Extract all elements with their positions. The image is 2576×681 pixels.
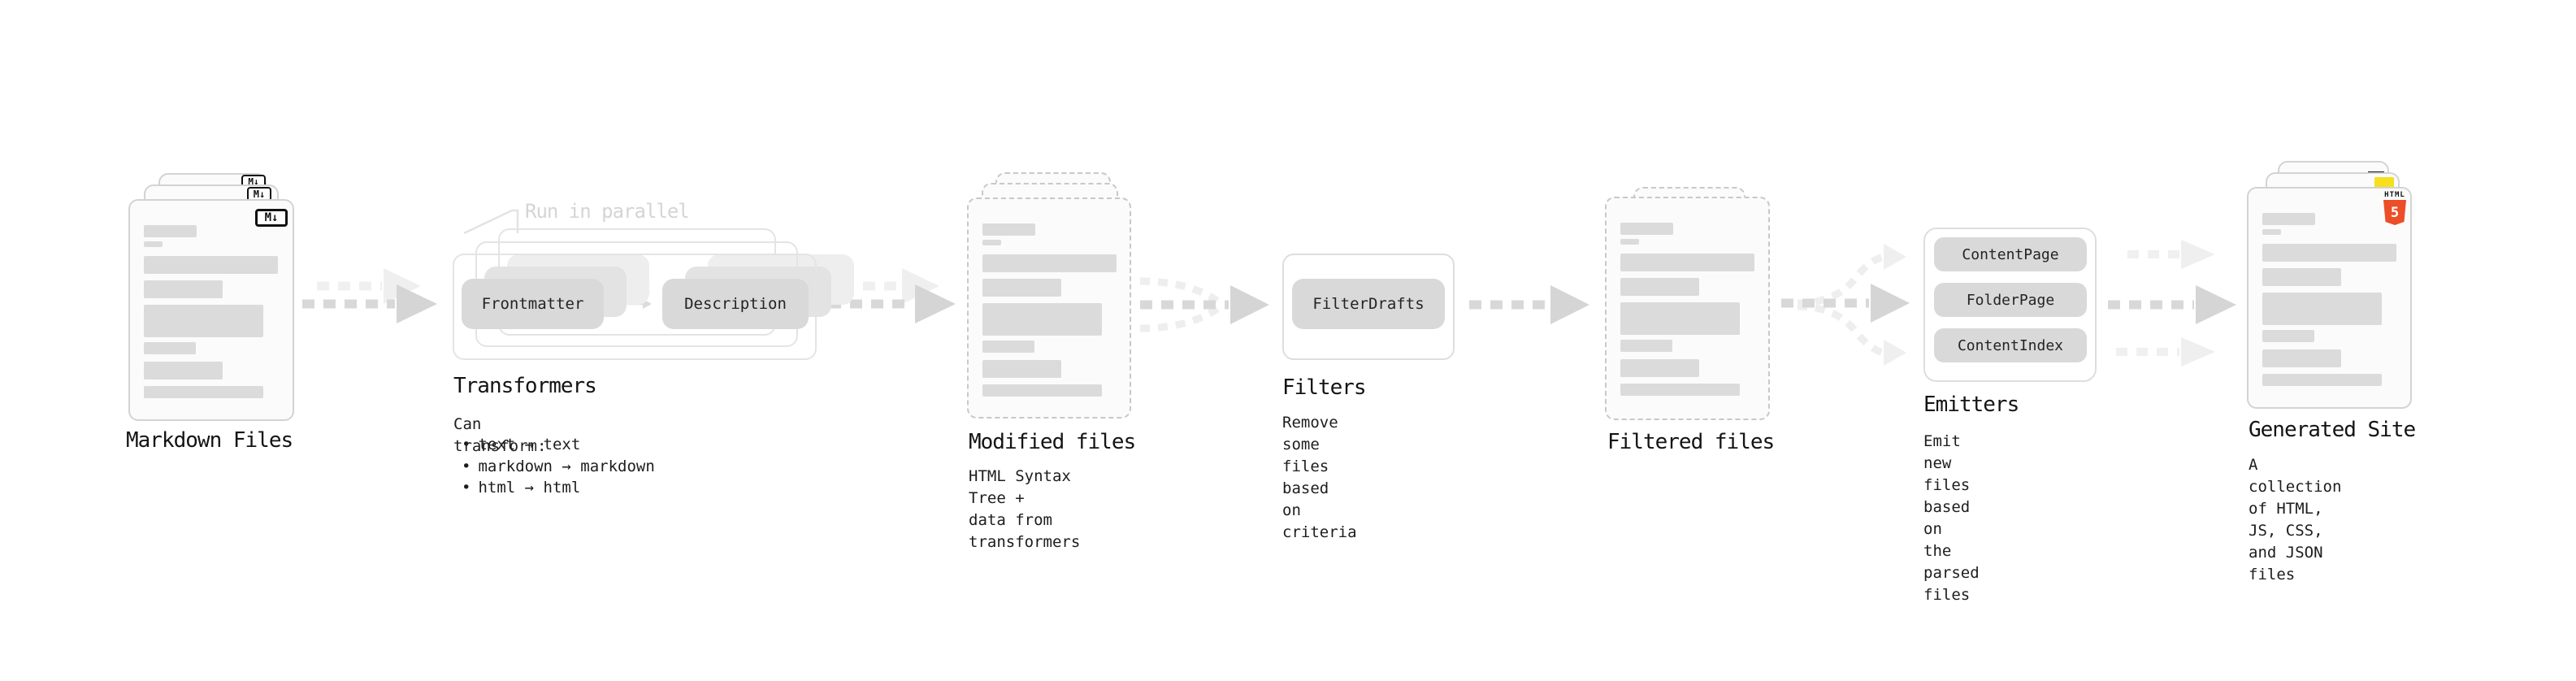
emitter-chip-contentindex: ContentIndex [1934, 328, 2087, 362]
placeholder-bar [2262, 268, 2341, 286]
arrow-modified-to-filters [1139, 277, 1269, 332]
bullet-item: • text → text [453, 434, 655, 456]
stage-label-emitters: Emitters [1923, 393, 2019, 417]
filter-chip-filterdrafts: FilterDrafts [1292, 279, 1445, 329]
placeholder-bar [1620, 278, 1699, 296]
stage-label-transformers: Transformers [453, 374, 597, 398]
modified-files-description: HTML Syntax Tree + data from transformer… [969, 467, 1081, 551]
arrow-markdown-to-transformers-light [317, 268, 421, 304]
stage-label-filtered-files: Filtered files [1607, 430, 1775, 454]
emitter-chip-contentpage: ContentPage [1934, 237, 2087, 271]
placeholder-bar [144, 386, 263, 398]
placeholder-bar [1620, 254, 1754, 271]
placeholder-bar [144, 241, 163, 247]
placeholder-bar [982, 340, 1034, 353]
placeholder-bar [144, 342, 196, 354]
bullet-marker: • [462, 436, 471, 454]
placeholder-bar [982, 254, 1117, 272]
placeholder-bar [2262, 293, 2382, 325]
emitters-description: Emit new files based on the parsed files [1923, 432, 1980, 604]
filters-description: Remove some files based on criteria [1282, 414, 1357, 541]
emitter-chip-folderpage: FolderPage [1934, 283, 2087, 317]
placeholder-bar [2262, 374, 2382, 386]
chip-label: Description [684, 295, 787, 313]
placeholder-bar [1620, 384, 1740, 396]
html5-icon-shield: 5 [2383, 200, 2406, 225]
run-in-parallel-annotation: Run in parallel [525, 200, 690, 223]
placeholder-bar [144, 225, 197, 237]
transformers-note-title: Can transform: [453, 415, 547, 455]
arrow-transformers-to-modified [829, 284, 956, 323]
placeholder-bar [1620, 239, 1639, 245]
placeholder-bar [1620, 223, 1673, 235]
generated-site-description: A collection of HTML, JS, CSS, and JSON … [2249, 456, 2342, 583]
placeholder-bar [1620, 340, 1672, 352]
placeholder-bar [144, 305, 263, 337]
html5-icon-digit: 5 [2390, 204, 2400, 221]
bullet-item: • html → html [453, 477, 655, 499]
placeholder-bar [2262, 349, 2341, 367]
transformer-chip-description: Description [662, 279, 809, 329]
transformer-chip-frontmatter: Frontmatter [462, 279, 604, 329]
placeholder-bar [982, 384, 1102, 397]
document-card-front [967, 197, 1131, 419]
arrow-filters-to-filtered [1469, 285, 1589, 324]
chip-label: Frontmatter [481, 295, 584, 313]
stage-label-generated-site: Generated Site [2249, 418, 2416, 442]
document-card-front: M↓ [128, 199, 294, 421]
placeholder-bar [982, 223, 1035, 236]
html5-icon: HTML 5 [2381, 191, 2409, 225]
arrow-emitters-to-generated-bottom [2116, 337, 2215, 367]
arrow-emitters-to-generated-middle [2108, 285, 2236, 324]
placeholder-bar [2262, 330, 2314, 342]
placeholder-bar [144, 280, 223, 298]
annotation-leader-line [463, 209, 519, 235]
bullet-text: markdown → markdown [478, 457, 655, 475]
placeholder-bar [982, 360, 1061, 378]
arrow-markdown-to-transformers [302, 284, 437, 323]
transformers-bullet-list: • text → text • markdown → markdown • html … [453, 434, 655, 499]
placeholder-bar [982, 240, 1001, 245]
bullet-text: html → html [478, 479, 581, 497]
bullet-text: text → text [478, 436, 581, 454]
chip-label: ContentIndex [1957, 336, 2064, 354]
placeholder-bar [982, 279, 1061, 297]
markdown-icon-glyph: M↓ [264, 211, 279, 224]
markdown-icon-glyph: M↓ [253, 189, 266, 200]
placeholder-bar [144, 362, 223, 380]
placeholder-bar [144, 256, 278, 274]
html5-icon-label: HTML [2384, 191, 2405, 199]
document-card-front [1605, 197, 1770, 420]
arrow-emitters-to-generated-top [2127, 240, 2215, 269]
bullet-marker: • [462, 457, 471, 475]
placeholder-bar [2262, 229, 2281, 235]
placeholder-bar [982, 303, 1102, 336]
arrow-filtered-to-emitters [1781, 244, 1910, 366]
stage-label-markdown-files: Markdown Files [126, 428, 293, 453]
placeholder-bar [2262, 244, 2396, 262]
js-icon [2374, 177, 2394, 189]
document-card-front: HTML 5 [2247, 187, 2412, 409]
transformer-frame-front [453, 254, 817, 360]
stage-label-filters: Filters [1282, 375, 1367, 400]
placeholder-bar [1620, 302, 1740, 335]
chip-label: FolderPage [1966, 291, 2055, 309]
markdown-icon-glyph: M↓ [248, 176, 259, 187]
placeholder-bar [1620, 359, 1699, 377]
chip-label: FilterDrafts [1312, 295, 1425, 313]
stage-label-modified-files: Modified files [969, 430, 1136, 454]
placeholder-bar [2262, 213, 2315, 225]
chip-label: ContentPage [1962, 245, 2059, 263]
bullet-marker: • [462, 479, 471, 497]
markdown-icon: M↓ [255, 209, 288, 227]
bullet-item: • markdown → markdown [453, 456, 655, 478]
